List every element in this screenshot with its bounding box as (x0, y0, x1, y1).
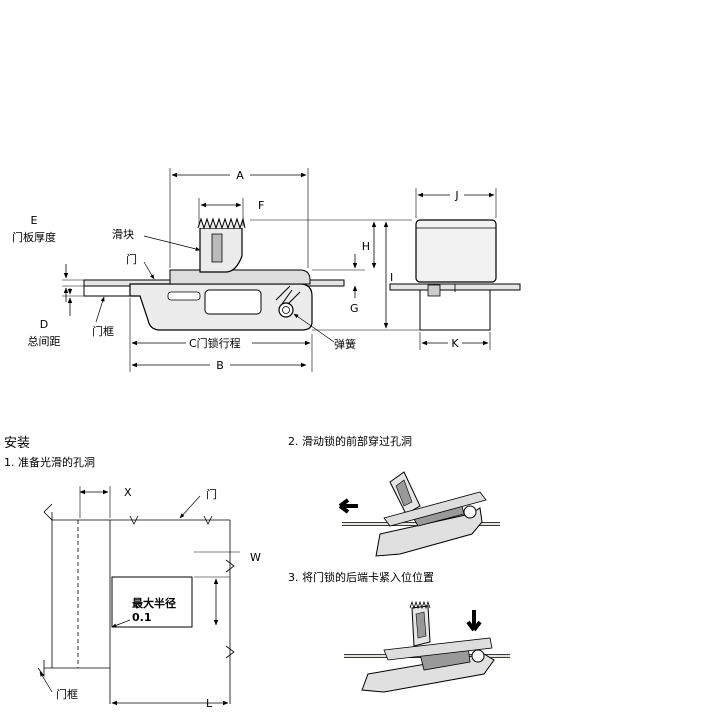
step2-illustration (338, 471, 500, 557)
install-title: 安装 (4, 436, 30, 451)
step3-illustration (344, 600, 510, 693)
slider-block (169, 269, 311, 285)
label-radius-value: 0.1 (132, 611, 152, 624)
install-step-2: 2. 滑动锁的前部穿过孔洞 (288, 434, 412, 448)
label-door-install: 门 (206, 487, 217, 501)
latch-side-view: A F H I G J K C门锁行程 (12, 168, 521, 372)
install-step-1: 1. 准备光滑的孔洞 (4, 455, 95, 469)
slider-serration (197, 217, 246, 230)
label-max-radius: 最大半径 (132, 596, 176, 610)
dim-a-label: A (236, 169, 244, 182)
dim-j-label: J (454, 189, 458, 202)
label-spring: 弹簧 (334, 337, 356, 351)
dim-i-label: I (390, 271, 393, 284)
label-frame-install: 门框 (56, 687, 78, 701)
prepared-hole (111, 576, 193, 628)
dim-w-label: W (250, 551, 261, 564)
dim-g-label: G (350, 302, 359, 315)
dim-k-label: K (451, 337, 459, 350)
dim-d-desc: 总间距 (28, 334, 61, 348)
dim-e-desc: 门板厚度 (12, 230, 56, 244)
dim-b-label: B (216, 359, 224, 372)
dim-d-label: D (40, 318, 48, 331)
label-slider: 滑块 (112, 228, 134, 241)
hole-prep-view: 最大半径 0.1 X 门 W L 门框 (37, 486, 261, 710)
dim-e-label: E (31, 214, 38, 227)
label-frame-top: 门框 (92, 324, 114, 338)
dim-h-label: H (362, 240, 370, 253)
dim-c-label: C门锁行程 (189, 336, 241, 350)
install-step-3: 3. 将门锁的后端卡紧入位位置 (288, 570, 434, 584)
label-door-top: 门 (126, 252, 137, 266)
dim-x-label: X (124, 486, 132, 499)
dim-f-label: F (258, 199, 264, 212)
dim-l-label: L (206, 697, 213, 710)
end-view-knob (415, 219, 497, 283)
